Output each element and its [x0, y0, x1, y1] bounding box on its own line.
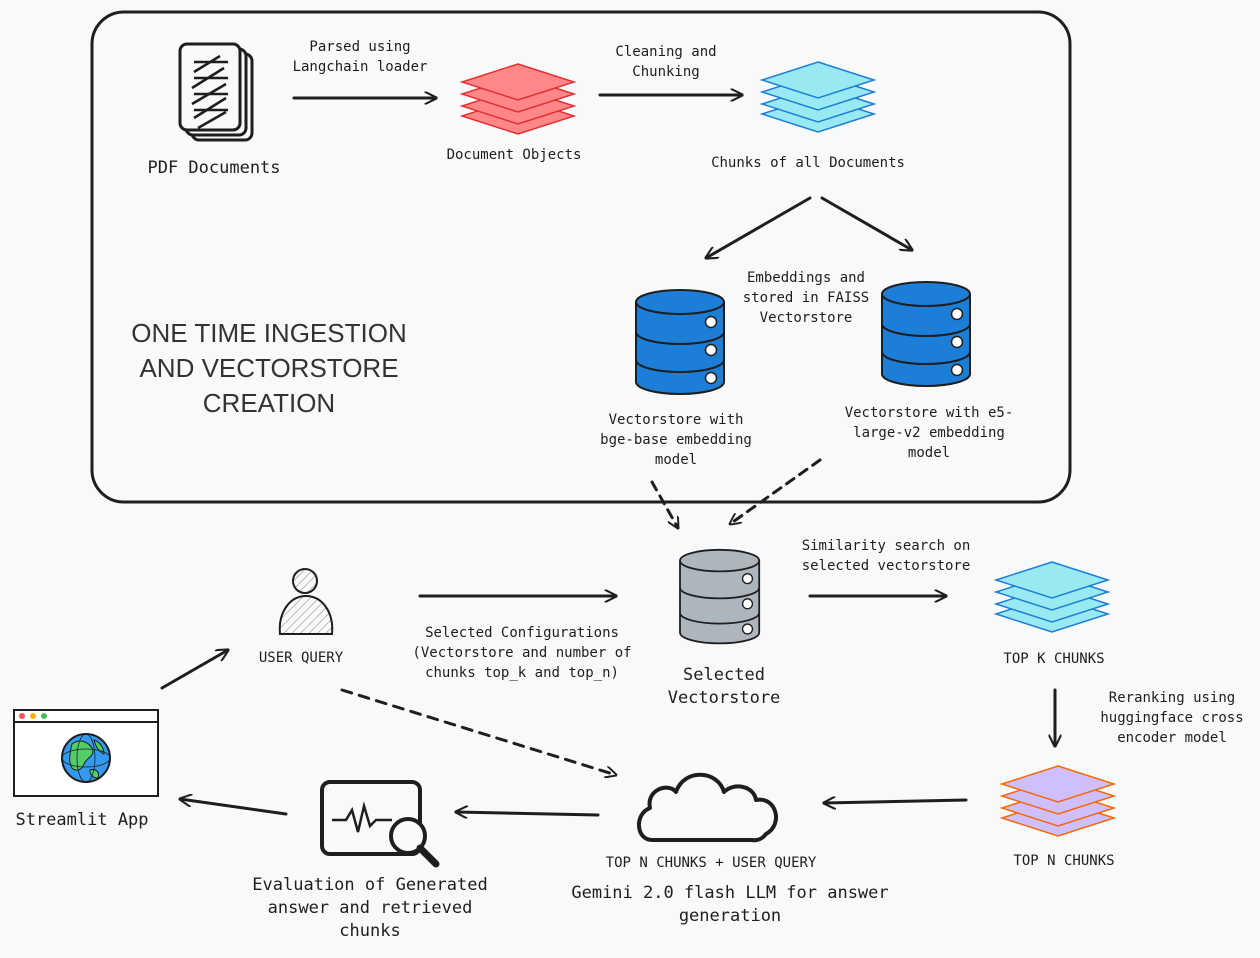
- layer-stack-icon: [759, 61, 877, 133]
- edge-configurations-label: Selected Configurations (Vectorstore and…: [412, 625, 632, 681]
- top-k-chunks-label: TOP K CHUNKS: [1003, 651, 1105, 667]
- llm-inputs-label: TOP N CHUNKS + USER QUERY: [605, 855, 817, 871]
- ingestion-boundary: [90, 10, 1072, 504]
- evaluation-label: Evaluation of Generated answer and retri…: [252, 875, 488, 941]
- edge-cleaning-label: Cleaning and Chunking: [615, 44, 717, 80]
- arrow-llm-to-eval: [454, 812, 600, 815]
- arrow-eval-to-app: [180, 799, 288, 816]
- layer-stack-icon: [459, 63, 577, 135]
- cloud-icon: [637, 772, 778, 843]
- arrow-query-to-llm: [340, 688, 616, 775]
- database-icon: [635, 289, 725, 395]
- layer-stack-icon: [993, 561, 1111, 633]
- document-stack-icon: [178, 42, 254, 142]
- edge-embeddings-label: Embeddings and stored in FAISS Vectorsto…: [742, 270, 870, 326]
- layer-stack-icon: [999, 765, 1117, 837]
- arrow-embed-bge: [706, 196, 812, 258]
- arrow-bge-to-selected: [650, 480, 678, 528]
- arrow-topn-to-llm: [822, 800, 968, 803]
- database-icon: [881, 281, 971, 387]
- edge-reranking-label: Reranking using huggingface cross encode…: [1100, 690, 1244, 746]
- user-query-label: USER QUERY: [258, 650, 344, 666]
- arrow-e5-to-selected: [730, 458, 822, 524]
- chunks-all-label: Chunks of all Documents: [711, 155, 905, 171]
- arrow-app-to-user: [160, 650, 228, 690]
- vectorstore-bge-label: Vectorstore with bge-base embedding mode…: [600, 412, 752, 468]
- top-n-chunks-label: TOP N CHUNKS: [1013, 853, 1115, 869]
- arrow-embed-e5: [820, 196, 912, 250]
- edge-parsed-label: Parsed using Langchain loader: [292, 39, 428, 75]
- ingestion-title: ONE TIME INGESTION AND VECTORSTORE CREAT…: [131, 318, 407, 418]
- magnifier-chart-icon: [320, 780, 440, 868]
- edge-similarity-label: Similarity search on selected vectorstor…: [801, 538, 971, 574]
- selected-vectorstore-label: Selected Vectorstore: [667, 665, 781, 708]
- vectorstore-e5-label: Vectorstore with e5- large-v2 embedding …: [844, 405, 1014, 461]
- pdf-documents-label: PDF Documents: [147, 158, 281, 178]
- database-icon: [679, 548, 761, 645]
- llm-label: Gemini 2.0 flash LLM for answer generati…: [571, 883, 889, 926]
- globe-icon: [61, 733, 111, 783]
- person-icon: [278, 568, 334, 635]
- document-objects-label: Document Objects: [446, 147, 582, 163]
- streamlit-app-label: Streamlit App: [15, 810, 149, 830]
